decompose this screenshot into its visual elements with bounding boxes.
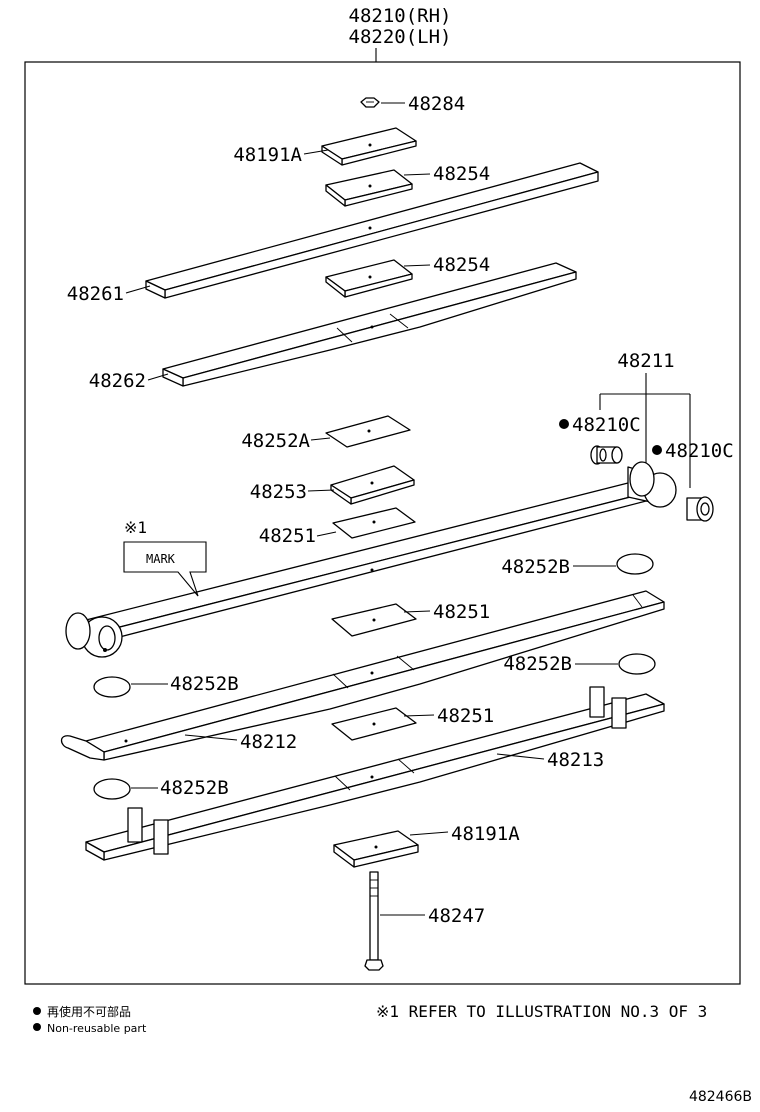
spacer-48254-upper	[325, 169, 413, 207]
label-48247: 48247	[428, 905, 485, 927]
plate-48251-lower	[331, 707, 417, 741]
legend-dot-icon	[33, 1023, 41, 1031]
label-48210C-b: 48210C	[665, 440, 734, 462]
leader-48213	[496, 753, 545, 760]
leaf-48262	[162, 262, 577, 387]
label-48254-upper: 48254	[433, 163, 490, 185]
figure-id: 482466B	[689, 1089, 752, 1105]
label-48262: 48262	[89, 370, 146, 392]
mark-ref-symbol: ※1	[124, 518, 147, 537]
leader-48262	[147, 373, 169, 381]
label-48284: 48284	[408, 93, 465, 115]
leaf-48213	[85, 686, 665, 861]
nut-48284	[360, 97, 380, 108]
spacer-48254-lower	[325, 259, 413, 298]
label-48212: 48212	[240, 731, 297, 753]
leader-48251-middle	[403, 610, 431, 613]
mark-callout	[123, 541, 207, 597]
leader-48261	[125, 285, 151, 294]
pad-48252B-upper-left	[93, 676, 131, 698]
leaf-48211-main	[65, 461, 677, 658]
label-48253: 48253	[250, 481, 307, 503]
label-48213: 48213	[547, 749, 604, 771]
non-reusable-dot-icon	[652, 445, 662, 455]
leaf-48212	[60, 590, 665, 761]
leader-48191A-top	[303, 149, 329, 155]
assembly-number-rh: 48210(RH)	[349, 5, 452, 27]
bushing-48210C-b	[686, 496, 714, 522]
leader-48254-lower	[403, 264, 431, 267]
plate-48252A	[325, 415, 411, 448]
pad-48252B-lower-left	[93, 778, 131, 800]
plate-48253	[330, 465, 415, 505]
leaf-48261	[145, 162, 599, 299]
legend-non-reusable-en: Non-reusable part	[47, 1022, 147, 1035]
label-48252B-upper-left: 48252B	[170, 673, 239, 695]
label-48254-lower: 48254	[433, 254, 490, 276]
legend-dot-icon	[33, 1007, 41, 1015]
label-48251-middle: 48251	[433, 601, 490, 623]
pad-48252B-upper-right	[616, 553, 654, 575]
leader-48212	[184, 734, 238, 741]
label-48191A-top: 48191A	[233, 144, 302, 166]
leader-48253	[307, 489, 335, 492]
label-48191A-bottom: 48191A	[451, 823, 520, 845]
leader-48251-upper	[316, 531, 337, 537]
leader-48251-lower	[403, 714, 435, 717]
plate-48251-middle	[331, 603, 417, 637]
non-reusable-dot-icon	[559, 419, 569, 429]
plate-48191A-bottom	[333, 830, 419, 868]
assembly-frame	[24, 61, 741, 985]
pad-48252B-lower-right	[618, 653, 656, 675]
footnote-reference: ※1 REFER TO ILLUSTRATION NO.3 OF 3	[376, 1002, 707, 1021]
label-48252A: 48252A	[241, 430, 310, 452]
bolt-48247	[364, 871, 384, 971]
label-48261: 48261	[67, 283, 124, 305]
label-48252B-upper-right: 48252B	[501, 556, 570, 578]
label-48210C-a: 48210C	[572, 414, 641, 436]
assembly-number-lh: 48220(LH)	[349, 26, 452, 48]
label-48252B-lower-left: 48252B	[160, 777, 229, 799]
legend-non-reusable-jp: 再使用不可部品	[47, 1004, 131, 1019]
bushing-48210C-a	[590, 445, 623, 465]
mark-callout-text: MARK	[146, 552, 176, 566]
leader-48191A-bottom	[409, 831, 449, 836]
label-48251-lower: 48251	[437, 705, 494, 727]
label-48252B-lower-right: 48252B	[503, 653, 572, 675]
leader-48254-upper	[403, 173, 431, 176]
label-48251-upper: 48251	[259, 525, 316, 547]
plate-48251-upper	[332, 507, 416, 539]
leader-48252A	[310, 437, 331, 441]
plate-48191A-top	[321, 127, 417, 166]
label-48211: 48211	[617, 350, 674, 372]
